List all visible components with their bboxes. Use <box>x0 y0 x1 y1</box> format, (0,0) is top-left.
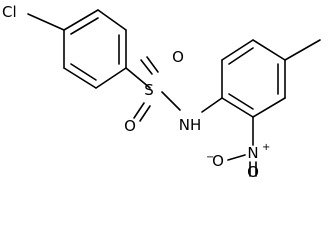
bond-methyl <box>284 39 321 61</box>
charge-n-nitro: + <box>262 142 270 153</box>
bond-ring2-c <box>252 39 286 61</box>
bond-ring2-b <box>221 39 254 61</box>
bond-ring1-d <box>95 67 127 89</box>
bond-ring2-inner-1 <box>228 47 254 65</box>
bond-c-cl <box>27 13 65 31</box>
bond-s-o-top-1 <box>140 59 153 75</box>
atom-o-top: O <box>172 48 184 66</box>
bond-s-o-top-2 <box>146 56 159 73</box>
bond-s-n <box>161 91 181 111</box>
atom-nh: NH <box>179 116 202 134</box>
atom-o-nitro-bottom: O <box>247 163 259 177</box>
bond-ring1-e <box>63 67 97 89</box>
bond-n-ring2 <box>201 97 223 113</box>
atom-cl: Cl <box>2 3 17 21</box>
bond-ring2-f <box>221 97 254 118</box>
bond-ring1-b <box>97 9 127 31</box>
nitrotoluyl-ring <box>221 39 286 118</box>
chlorophenyl-ring <box>63 9 127 89</box>
bond-ring1-a <box>63 9 99 31</box>
atom-s: S <box>144 81 154 99</box>
charge-o-nitro-left: − <box>206 152 214 163</box>
bond-ring2-inner-3 <box>228 93 254 110</box>
chemical-structure: Cl S O O NH N + O − O <box>2 3 321 177</box>
bond-ring1-inner-3 <box>70 63 97 81</box>
bond-ring2-e <box>252 97 286 118</box>
atom-o-bottom: O <box>124 117 136 135</box>
bond-nitro-o-left <box>227 154 246 161</box>
atom-n-nitro: N <box>247 144 258 162</box>
bond-s-o-bottom-1 <box>133 102 145 119</box>
bond-s-o-bottom-2 <box>139 105 151 122</box>
atom-o-nitro-left: O <box>212 152 224 170</box>
bond-ring1-inner-1 <box>70 17 99 35</box>
bond-c-s <box>125 67 151 89</box>
